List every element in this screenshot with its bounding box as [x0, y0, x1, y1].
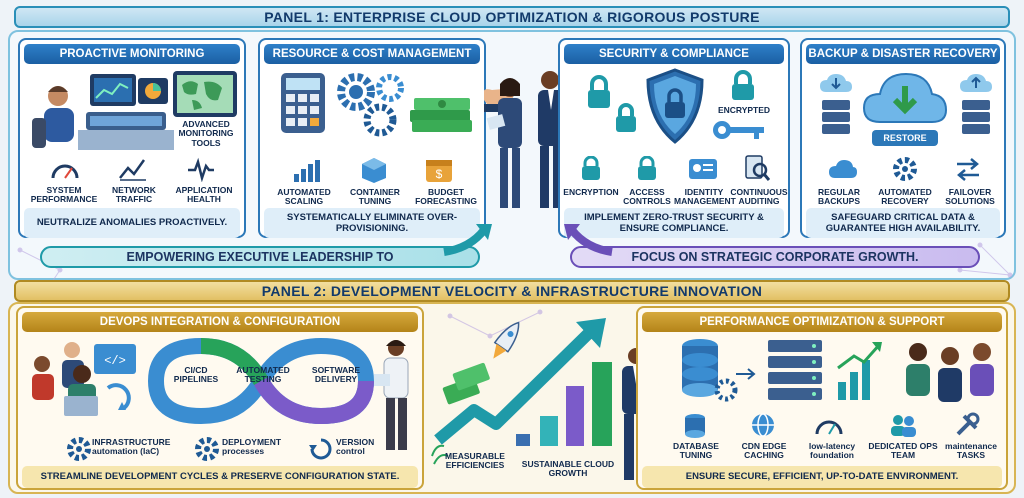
- svg-text:$: $: [436, 167, 443, 181]
- item-low-latency: low-latency foundation: [808, 441, 856, 461]
- item-infrastructure-iac: INFRASTRUCTURE automation (IaC): [92, 437, 171, 457]
- item-deployment-processes: DEPLOYMENT processes: [222, 437, 282, 457]
- item-version-control: VERSION control: [336, 437, 375, 457]
- version-control-icon: [309, 438, 332, 460]
- label-measurable-efficiencies: MEASURABLE EFFICIENCIES: [445, 451, 505, 471]
- world-map-icon: [173, 71, 237, 117]
- item-system-performance: SYSTEM PERFORMANCE: [30, 185, 98, 205]
- recovery-server-icon: [960, 74, 992, 134]
- teal-arrow-icon: [443, 224, 492, 256]
- card-devops: DEVOPS INTEGRATION & CONFIGURATION </> C…: [16, 306, 424, 490]
- loop-automated-testing: AUTOMATED TESTING: [236, 365, 290, 385]
- card-footer: SAFEGUARD CRITICAL DATA & GUARANTEE HIGH…: [806, 208, 1000, 238]
- callout-advanced-monitoring-tools: ADVANCED MONITORING TOOLS: [178, 119, 234, 148]
- latency-gauge-icon: [815, 420, 843, 435]
- card-title: BACKUP & DISASTER RECOVERY: [806, 44, 1000, 64]
- devops-engineer-illustration: [374, 340, 409, 450]
- item-application-health: APPLICATION HEALTH: [175, 185, 233, 205]
- card-footer: SYSTEMATICALLY ELIMINATE OVER-PROVISIONI…: [264, 208, 480, 238]
- label-sustainable-growth: SUSTAINABLE CLOUD GROWTH: [521, 459, 615, 479]
- card-performance: PERFORMANCE OPTIMIZATION & SUPPORT: [636, 306, 1008, 490]
- item-database-tuning: DATABASE TUNING: [673, 441, 719, 461]
- card-footer: ENSURE SECURE, EFFICIENT, UP-TO-DATE ENV…: [642, 466, 1002, 488]
- card-title: RESOURCE & COST MANAGEMENT: [264, 44, 480, 64]
- iac-gear-icon: [67, 437, 91, 461]
- card-title: PERFORMANCE OPTIMIZATION & SUPPORT: [642, 312, 1002, 332]
- calculator-icon: [281, 73, 325, 133]
- item-budget-forecasting: BUDGET FORECASTING: [415, 187, 477, 207]
- heartbeat-icon: [188, 157, 214, 182]
- devops-infinity-loop: [147, 337, 375, 425]
- card-footer: STREAMLINE DEVELOPMENT CYCLES & PRESERVE…: [22, 466, 418, 488]
- lock-small-icon: [582, 156, 600, 180]
- padlocks-icon: [588, 75, 636, 132]
- access-lock-icon: [638, 156, 656, 180]
- deployment-gear-icon: [195, 437, 219, 461]
- card-proactive-monitoring: PROACTIVE MONITORING ADVANCED MONITORING…: [18, 38, 246, 238]
- card-title: PROACTIVE MONITORING: [24, 44, 240, 64]
- restore-button[interactable]: RESTORE: [872, 130, 938, 146]
- money-stack-icon: [410, 98, 472, 132]
- card-footer: IMPLEMENT ZERO-TRUST SECURITY & ENSURE C…: [564, 208, 784, 238]
- item-identity-management: IDENTITY MANAGEMENT: [674, 187, 736, 207]
- svg-text:</>: </>: [104, 354, 126, 368]
- shield-lock-icon: [646, 68, 704, 144]
- item-regular-backups: REGULAR BACKUPS: [817, 187, 861, 207]
- ops-team-illustration: [906, 343, 994, 402]
- item-automated-recovery: AUTOMATED RECOVERY: [878, 187, 932, 207]
- developer-team-illustration: </>: [32, 342, 136, 416]
- padlock-icon: [732, 70, 754, 100]
- restore-cloud-icon: [862, 72, 948, 123]
- card-backup-recovery: BACKUP & DISASTER RECOVERY RESTORE REGUL…: [800, 38, 1006, 238]
- backup-server-icon: [820, 74, 852, 134]
- card-title: SECURITY & COMPLIANCE: [564, 44, 784, 64]
- performance-bars-icon: [837, 342, 882, 400]
- card-footer: NEUTRALIZE ANOMALIES PROACTIVELY.: [24, 208, 240, 238]
- item-maintenance-tasks: maintenance TASKS: [945, 441, 997, 461]
- id-card-icon: [689, 159, 717, 179]
- gears-icon: [337, 73, 404, 137]
- wrench-icon: [956, 412, 980, 436]
- panel1-title: PANEL 1: ENTERPRISE CLOUD OPTIMIZATION &…: [14, 6, 1010, 28]
- key-icon: [713, 121, 764, 139]
- item-failover-solutions: FAILOVER SOLUTIONS: [945, 187, 995, 207]
- loop-cicd: CI/CD PIPELINES: [173, 365, 219, 385]
- loop-software-delivery: SOFTWARE DELIVERY: [311, 365, 361, 385]
- scaling-chart-icon: [294, 160, 320, 182]
- monitoring-workstation-icon: [32, 74, 174, 150]
- panel2-title: PANEL 2: DEVELOPMENT VELOCITY & INFRASTR…: [14, 280, 1010, 302]
- budget-calendar-icon: $: [426, 160, 452, 182]
- recovery-gear-icon: [893, 157, 917, 181]
- traffic-chart-icon: [119, 159, 146, 181]
- container-cube-icon: [362, 158, 386, 183]
- item-cdn-edge-caching: CDN EDGE CACHING: [741, 441, 787, 461]
- callout-encrypted: ENCRYPTED: [717, 105, 771, 115]
- globe-icon: [752, 413, 774, 437]
- cloud-backup-icon: [829, 160, 857, 178]
- database-tuning-icon: [685, 414, 705, 438]
- item-encryption: ENCRYPTION: [563, 187, 619, 197]
- database-icon: [682, 339, 756, 402]
- strip-empowering: EMPOWERING EXECUTIVE LEADERSHIP TO: [40, 246, 480, 268]
- team-people-icon: [891, 415, 916, 437]
- failover-arrows-icon: [957, 158, 979, 181]
- audit-magnifier-icon: [745, 155, 770, 181]
- item-container-tuning: CONTAINER TUNING: [350, 187, 400, 207]
- server-rack-icon: [768, 340, 822, 400]
- item-network-traffic: NETWORK TRAFFIC: [112, 185, 156, 205]
- card-title: DEVOPS INTEGRATION & CONFIGURATION: [22, 312, 418, 332]
- strip-focus-growth: FOCUS ON STRATEGIC CORPORATE GROWTH.: [570, 246, 980, 268]
- card-resource-cost: RESOURCE & COST MANAGEMENT $ AUTOMATED S…: [258, 38, 486, 238]
- item-access-controls: ACCESS CONTROLS: [623, 187, 671, 207]
- item-dedicated-ops-team: DEDICATED OPS TEAM: [868, 441, 938, 461]
- card-security-compliance: SECURITY & COMPLIANCE ENCRYPTED ENCRYPTI…: [558, 38, 790, 238]
- item-continuous-auditing: CONTINUOUS AUDITING: [730, 187, 788, 207]
- purple-arrow-icon: [564, 224, 613, 256]
- growth-chart-illustration: [431, 309, 612, 465]
- gauge-icon: [51, 164, 79, 179]
